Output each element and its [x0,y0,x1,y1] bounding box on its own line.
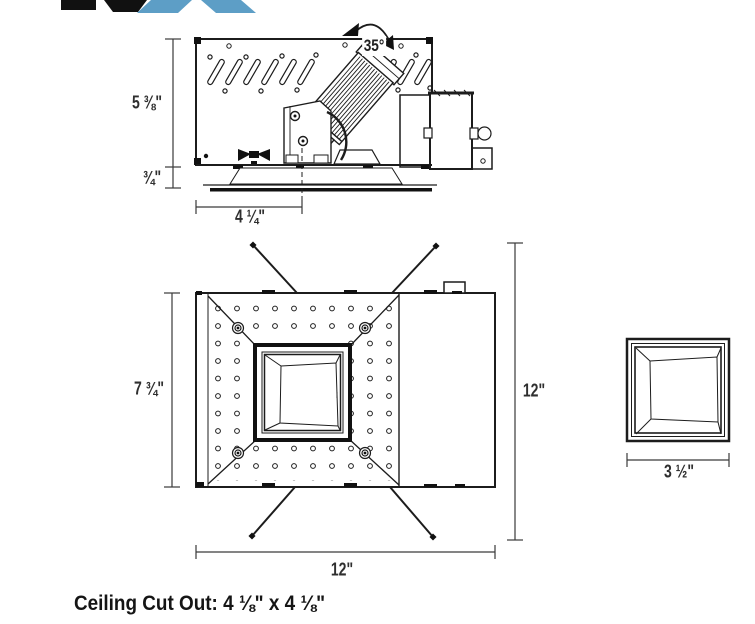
dim-hanger-span-label: 12" [522,380,546,401]
side-view-drawing [165,23,493,214]
dim-hanger-span-line [507,242,523,541]
tilt-bracket [283,100,348,164]
tilt-arrow [342,23,394,50]
dim-center-offset-label: 4 ¼" [234,206,266,227]
plan-view-drawing [164,241,523,559]
tilt-angle-label: 35° [362,36,386,56]
mounting-plate [196,148,437,208]
ceiling-cutout-caption: Ceiling Cut Out: 4 ⅛" x 4 ⅛" [74,592,326,615]
dim-plan-height-line [164,292,180,488]
knockout-connector [477,126,492,141]
vent-slots [207,52,433,94]
dim-trim-width-line [626,453,730,467]
dim-plan-width-line [195,545,496,559]
hanger-bars [248,241,440,541]
dim-plan-height-label: 7 ¾" [133,378,165,399]
bracket-diagonals [207,294,400,486]
dim-trim-width-label: 3 ½" [663,461,695,482]
dim-plan-width-label: 12" [330,559,354,580]
dim-housing-height-line [165,38,181,189]
plan-square-trim [253,343,352,442]
dim-housing-height-label: 5 ⅜" [131,92,163,113]
trim-detail-drawing [625,337,731,467]
module-foot [333,149,382,165]
dim-trim-height-label: ¾" [142,167,162,188]
junction-box [399,89,493,170]
flange-tabs [196,290,465,487]
dim-center-offset-line [195,200,303,214]
brand-logo [61,0,256,13]
mounting-screws [231,321,372,460]
